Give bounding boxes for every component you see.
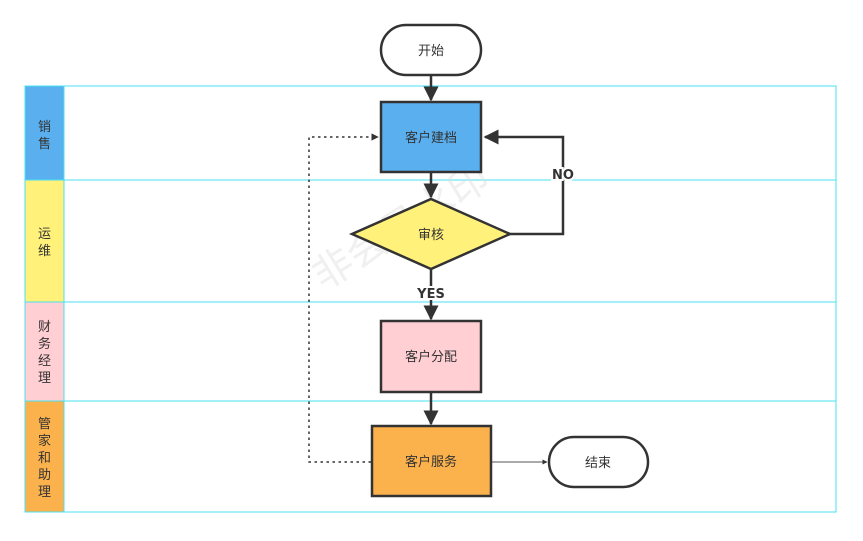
lane-label-1-char-2: 售	[38, 136, 51, 152]
node-end-label: 结束	[585, 456, 611, 471]
lane-label-4-char-4: 助	[38, 468, 51, 483]
connectors	[308, 75, 565, 465]
node-customer-assign: 客户分配	[379, 319, 483, 394]
lane-label-4-char-5: 理	[38, 485, 51, 500]
lane-label-4-char-1: 管	[38, 417, 51, 432]
lane-label-3-char-2: 务	[38, 336, 51, 352]
edge-label-yes: YES	[416, 287, 445, 302]
lane-label-2-char-2: 维	[38, 244, 51, 259]
node-review-label: 审核	[418, 228, 444, 243]
lane-label-3-char-4: 理	[38, 371, 51, 386]
node-review: 审核	[348, 197, 514, 271]
node-customer-record: 客户建档	[379, 100, 483, 174]
lane-header-2	[24, 179, 65, 303]
lane-header-3	[24, 301, 65, 402]
lane-label-4-char-2: 家	[38, 433, 51, 449]
node-end: 结束	[547, 435, 650, 489]
node-customer-service-label: 客户服务	[405, 454, 457, 470]
lane-label-4-char-3: 和	[38, 451, 51, 466]
lane-header-4	[24, 400, 65, 513]
edge-service-feedback-to-record	[308, 133, 379, 463]
node-start-label: 开始	[418, 44, 444, 59]
lane-label-3-char-1: 财	[38, 320, 51, 335]
lane-label-2-char-1: 运	[38, 227, 51, 242]
edge-label-no: NO	[552, 168, 574, 183]
edge-review-no-to-record	[483, 129, 565, 236]
node-start: 开始	[379, 23, 483, 77]
node-customer-record-label: 客户建档	[405, 130, 457, 146]
lane-label-1-char-1: 销	[38, 120, 51, 135]
lane-header-1	[24, 85, 65, 181]
node-customer-assign-label: 客户分配	[405, 349, 457, 365]
lane-label-3-char-3: 经	[38, 354, 51, 369]
node-customer-service: 客户服务	[370, 424, 493, 498]
